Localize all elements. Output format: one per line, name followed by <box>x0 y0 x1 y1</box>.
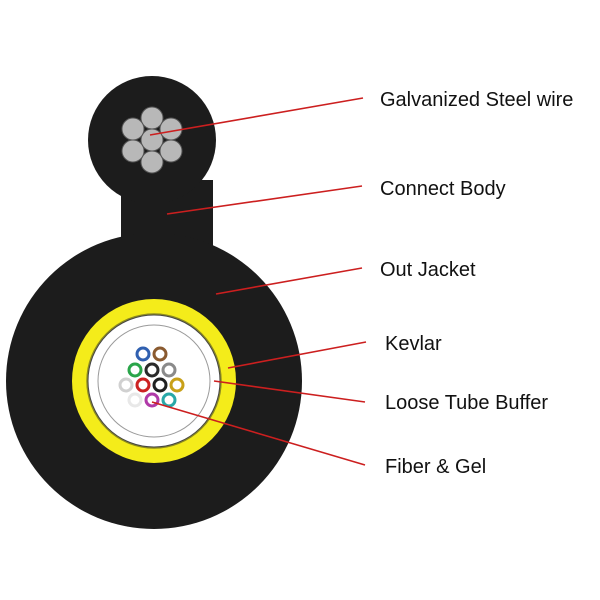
fiber <box>118 377 134 393</box>
fiber <box>161 392 177 408</box>
label-steel-wire: Galvanized Steel wire <box>380 89 573 111</box>
fiber <box>152 346 168 362</box>
leader-line-steel-wire <box>149 97 364 136</box>
leader-lines <box>149 97 367 466</box>
steel-strand <box>140 128 164 152</box>
fiber <box>161 362 177 378</box>
fiber <box>127 362 143 378</box>
kevlar-inner-edge <box>86 313 222 449</box>
label-connect-body: Connect Body <box>380 178 506 200</box>
steel-strand <box>121 117 145 141</box>
steel-strand <box>159 117 183 141</box>
label-kevlar: Kevlar <box>385 333 442 355</box>
label-loose-tube: Loose Tube Buffer <box>385 392 548 414</box>
leader-line-connect-body <box>166 185 363 215</box>
fiber <box>135 346 151 362</box>
leader-line-kevlar <box>227 341 367 369</box>
fiber <box>144 362 160 378</box>
steel-strand <box>121 139 145 163</box>
fiber <box>127 392 143 408</box>
fiber <box>135 377 151 393</box>
leader-line-loose-tube <box>213 380 366 403</box>
fiber <box>152 377 168 393</box>
steel-strand <box>159 139 183 163</box>
steel-strand <box>140 150 164 174</box>
label-fiber-gel: Fiber & Gel <box>385 456 486 478</box>
label-out-jacket: Out Jacket <box>380 259 476 281</box>
fiber <box>169 377 185 393</box>
leader-line-fiber-gel <box>151 401 366 466</box>
steel-strand <box>140 106 164 130</box>
fiber-bundle <box>118 346 185 408</box>
leader-line-out-jacket <box>215 267 363 295</box>
fiber <box>144 392 160 408</box>
